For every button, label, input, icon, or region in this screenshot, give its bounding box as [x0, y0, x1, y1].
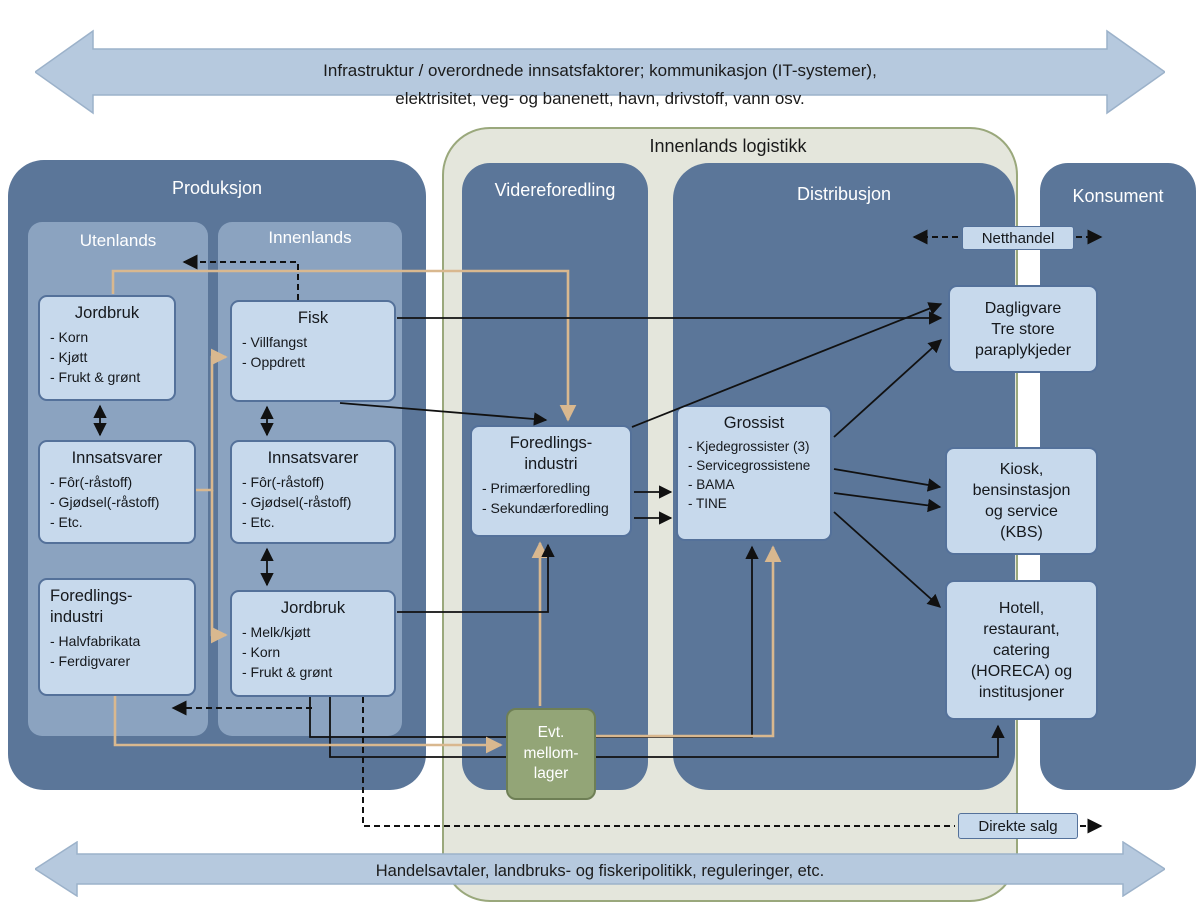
box-item: - Kjøtt — [50, 349, 88, 365]
box-foredlingsindustri: Foredlings- industri - Primærforedling -… — [470, 425, 632, 537]
box-foredlingsindustri-utenlands: Foredlings- industri - Halvfabrikata - F… — [38, 578, 196, 696]
box-title: Innsatsvarer — [71, 449, 163, 467]
box-line: Dagligvare — [984, 299, 1062, 317]
box-line: Evt. — [537, 723, 565, 741]
box-line: restaurant, — [983, 620, 1060, 638]
box-grossist: Grossist - Kjedegrossister (3) - Service… — [676, 405, 832, 541]
box-item: - Fôr(-råstoff) — [242, 474, 325, 490]
box-item: - Gjødsel(-råstoff) — [242, 494, 352, 510]
box-item: - Villfangst — [242, 334, 308, 350]
box-kbs: Kiosk, bensinstasjon og service (KBS) — [945, 447, 1098, 555]
box-item: - Primærforedling — [482, 480, 591, 496]
double-arrow-shape — [35, 841, 1165, 897]
box-title: Foredlings- — [509, 434, 593, 452]
box-innsatsvarer-utenlands: Innsatsvarer - Fôr(-råstoff) - Gjødsel(-… — [38, 440, 196, 544]
box-title: Fisk — [297, 309, 329, 327]
box-line: Kiosk, — [999, 461, 1044, 478]
box-line: og service — [985, 503, 1058, 520]
box-item: - Frukt & grønt — [242, 664, 333, 680]
box-title: Jordbruk — [74, 304, 140, 322]
box-line: paraplykjeder — [974, 341, 1072, 359]
box-item: - Melk/kjøtt — [242, 624, 311, 640]
box-item: - Servicegrossistene — [688, 458, 811, 473]
box-item: - Korn — [50, 329, 89, 345]
banner-line: elektrisitet, veg- og banenett, havn, dr… — [395, 89, 805, 108]
box-line: mellom- — [523, 744, 579, 762]
box-item: - Sekundærforedling — [482, 500, 609, 516]
direkte-salg-label: Direkte salg — [958, 813, 1078, 839]
box-dagligvare: Dagligvare Tre store paraplykjeder — [948, 285, 1098, 373]
box-line: catering — [993, 641, 1050, 659]
box-item: - Kjedegrossister (3) — [688, 439, 810, 454]
box-line: lager — [533, 765, 569, 783]
innenlands-logistikk-title: Innenlands logistikk — [649, 136, 807, 156]
box-line: (HORECA) og — [970, 662, 1073, 680]
box-jordbruk-utenlands: Jordbruk - Korn - Kjøtt - Frukt & grønt — [38, 295, 176, 401]
videreforedling-title: Videreforedling — [494, 180, 616, 200]
box-horeca: Hotell, restaurant, catering (HORECA) og… — [945, 580, 1098, 720]
box-item: - TINE — [688, 496, 727, 511]
box-line: (KBS) — [1000, 524, 1043, 541]
box-line: bensinstasjon — [972, 482, 1071, 499]
box-item: - BAMA — [688, 477, 735, 492]
distribusjon-title: Distribusjon — [796, 184, 892, 204]
box-title: Foredlings- — [50, 587, 133, 605]
box-item: - Etc. — [242, 514, 275, 530]
infrastructure-banner-arrow — [35, 29, 1165, 115]
innenlands-title: Innenlands — [268, 228, 352, 247]
banner-line: Infrastruktur / overordnede innsatsfakto… — [323, 61, 877, 80]
box-item: - Oppdrett — [242, 354, 306, 370]
produksjon-title: Produksjon — [171, 178, 263, 198]
box-title: industri — [50, 608, 104, 626]
box-item: - Ferdigvarer — [50, 653, 131, 669]
netthandel-label: Netthandel — [962, 226, 1074, 250]
double-arrow-shape — [35, 29, 1165, 115]
box-jordbruk-innenlands: Jordbruk - Melk/kjøtt - Korn - Frukt & g… — [230, 590, 396, 697]
policy-banner-text: Handelsavtaler, landbruks- og fiskeripol… — [200, 857, 1000, 885]
box-title: industri — [524, 455, 578, 473]
box-title: Jordbruk — [280, 599, 346, 617]
box-title: Grossist — [723, 414, 785, 432]
box-item: - Fôr(-råstoff) — [50, 474, 133, 490]
box-item: - Etc. — [50, 514, 83, 530]
banner-line: Handelsavtaler, landbruks- og fiskeripol… — [375, 862, 825, 880]
box-item: - Halvfabrikata — [50, 633, 141, 649]
box-item: - Gjødsel(-råstoff) — [50, 494, 160, 510]
policy-banner-arrow — [35, 841, 1165, 897]
box-line: Hotell, — [998, 599, 1045, 617]
infrastructure-banner-text: Infrastruktur / overordnede innsatsfakto… — [135, 57, 1065, 113]
box-innsatsvarer-innenlands: Innsatsvarer - Fôr(-råstoff) - Gjødsel(-… — [230, 440, 396, 544]
box-mellomlager: Evt. mellom- lager — [506, 708, 596, 800]
utenlands-title: Utenlands — [79, 231, 157, 250]
box-item: - Korn — [242, 644, 281, 660]
box-line: institusjoner — [978, 683, 1065, 701]
box-item: - Frukt & grønt — [50, 369, 141, 385]
box-fisk: Fisk - Villfangst - Oppdrett — [230, 300, 396, 402]
box-line: Tre store — [991, 320, 1055, 338]
box-title: Innsatsvarer — [267, 449, 359, 467]
konsument-title: Konsument — [1072, 186, 1164, 206]
